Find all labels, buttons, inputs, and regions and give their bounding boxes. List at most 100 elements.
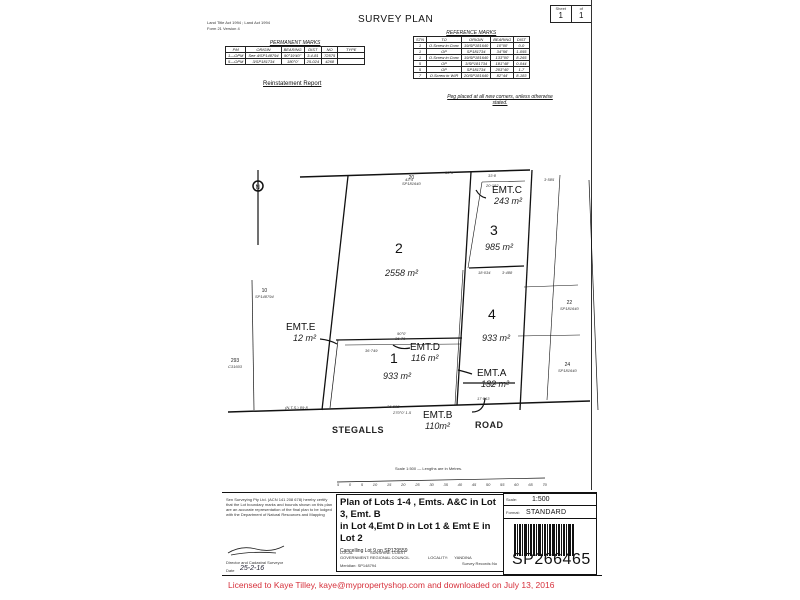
- cell: 25-024: [303, 58, 323, 65]
- plan-number: SP266465: [512, 551, 591, 568]
- title-block-bottom-rule: [222, 575, 602, 576]
- title-block-top-rule: [222, 492, 597, 493]
- scale-row: Scale: 1:500: [504, 494, 596, 506]
- reference-marks-title: REFERENCE MARKS: [446, 30, 497, 36]
- neighbour-plan: SP181640: [402, 181, 421, 186]
- lot-3-area: 985 m²: [485, 242, 514, 252]
- scale-tick: 25: [415, 482, 420, 487]
- emt-c-label: EMT.C: [492, 185, 522, 196]
- dim-road-right: 17·863: [477, 396, 490, 401]
- lot-4-area: 933 m²: [482, 333, 511, 343]
- neighbour-lot-293: 293 C31603: [228, 358, 242, 369]
- emt-c-area: 243 m²: [494, 196, 523, 206]
- dim-3585: 3·585: [544, 177, 555, 182]
- neighbour-plan: SP148794: [255, 294, 274, 299]
- page-title: SURVEY PLAN: [358, 14, 434, 25]
- neighbour-lot-number: 293: [230, 358, 240, 364]
- reference-marks-table: REFERENCE MARKS STN TO ORIGIN BEARING DI…: [413, 30, 530, 79]
- cell: 3/SP181734: [245, 58, 282, 65]
- plan-title: Plan of Lots 1-4 , Emts. A&C in Lot 3, E…: [337, 495, 504, 547]
- dim-lot1-top-bearing: 90°0': [397, 331, 407, 336]
- plan-title-line-2: in Lot 4,Emt D in Lot 1 & Emt E in Lot 2: [340, 521, 491, 544]
- scale-ticks: 5 0 5 10 15 20 25 30 35 40 45 50 55 60 6…: [337, 482, 547, 487]
- cancelling-text: Cancelling Lot 9 on SP129559: [340, 548, 408, 554]
- dim-bottom-bearing: 270°0' 1-5: [393, 410, 412, 415]
- sheet-number: 1: [558, 11, 563, 20]
- scale-tick: 70: [542, 482, 547, 487]
- scale-tick: 35: [443, 482, 448, 487]
- emt-b-label: EMT.B: [423, 410, 453, 421]
- local-gov-label: LOCAL GOVERNMENT:: [340, 550, 370, 560]
- neighbour-plan: SP181640: [558, 368, 577, 373]
- dim-top-right: 33·8: [488, 173, 497, 178]
- license-watermark: Licensed to Kaye Tilley, kaye@myproperty…: [228, 580, 555, 590]
- cell: 5—OPM: [224, 58, 247, 65]
- neighbour-lot-20: 20 SP181640: [402, 175, 421, 186]
- dim-lot4-top: 18·034: [478, 270, 491, 275]
- signatory: Director and Cadastral Surveyor: [226, 560, 284, 565]
- locality-value: YANDINA: [454, 555, 472, 560]
- scale-tick: 65: [528, 482, 533, 487]
- locality-label: LOCALITY:: [428, 555, 449, 560]
- neighbour-lot-number: 10: [261, 288, 268, 294]
- dim-lot4-bottom: 18·014: [484, 381, 497, 386]
- scale-tick: 30: [429, 482, 434, 487]
- lot-2-area: 2558 m²: [385, 268, 419, 278]
- emt-b-area: 110m²: [425, 421, 450, 431]
- emt-a-area: 132 m²: [481, 379, 510, 389]
- scale-tick: 5: [337, 482, 340, 487]
- barcode-icon: [514, 524, 586, 556]
- sheet-total: 1: [579, 11, 584, 20]
- peg-note: Peg placed at all new corners, unless ot…: [447, 94, 553, 106]
- emt-e-label: EMT.E: [286, 322, 316, 333]
- cell: 4268: [321, 58, 339, 65]
- survey-plan-sheet: Land Title Act 1994 ; Land Act 1994 Form…: [205, 0, 615, 578]
- emt-a-label: EMT.A: [477, 368, 507, 379]
- neighbour-lot-22: 22 SP181640: [560, 300, 579, 311]
- scale-tick: 15: [386, 482, 392, 487]
- date-label: Date: [226, 568, 235, 573]
- barcode-area: [504, 519, 596, 556]
- dim-top-bearing: 90°0': [445, 170, 455, 175]
- table-row: 5—OPM 3/SP181734 180°0' 25-024 4268: [224, 58, 366, 65]
- neighbour-lot-number: 22: [566, 300, 573, 306]
- meridian: Meridian: SP148794: [340, 563, 377, 568]
- scale-tick: 20: [401, 482, 406, 487]
- neighbour-lot-24: 24 SP181640: [558, 362, 577, 373]
- scale-label: Scale:: [506, 497, 518, 502]
- neighbour-lot-10: 10 SP148794: [255, 288, 274, 299]
- lot-3-number: 3: [490, 222, 498, 238]
- format-value: STANDARD: [526, 508, 567, 516]
- date-value: 25-2-16: [240, 565, 265, 572]
- act-line: Land Title Act 1994 ; Land Act 1994: [207, 20, 270, 25]
- survey-records-label: Survey Records:: [462, 561, 492, 566]
- dim-bottom-left: (N.T.S.) 89·8: [285, 405, 308, 410]
- lot-1-number: 1: [390, 350, 398, 366]
- right-panel: Scale: 1:500 Format: STANDARD SP266465: [503, 493, 597, 575]
- lot-1-area: 933 m²: [383, 371, 412, 381]
- local-government-row: LOCAL GOVERNMENT: SUNSHINE COAST REGIONA…: [340, 550, 472, 560]
- dim-top-left: 43·4: [405, 177, 414, 182]
- scale-tick: 0: [348, 482, 352, 487]
- scale-caption: Scale 1:500 — Lengths are in Metres.: [395, 466, 463, 471]
- road-label-right: ROAD: [475, 420, 504, 430]
- north-arrow-icon: N: [256, 185, 260, 191]
- neighbour-plan: SP181640: [560, 306, 579, 311]
- form-line: Form 21 Version 4: [207, 26, 240, 31]
- permanent-marks-table: PERMANENT MARKS PM ORIGIN BEARING DIST N…: [224, 40, 366, 65]
- plan-panel: Plan of Lots 1-4 , Emts. A&C in Lot 3, E…: [336, 494, 505, 572]
- scale-tick: 45: [471, 482, 477, 487]
- dim-3488: 3·488: [502, 270, 513, 275]
- emt-e-area: 12 m²: [293, 333, 317, 343]
- sheet-label: Sheet: [555, 6, 566, 11]
- cell: 8-183: [513, 72, 530, 79]
- scale-tick: 10: [372, 482, 378, 487]
- cell: [337, 58, 366, 65]
- scale-tick: 40: [457, 482, 463, 487]
- scale-value: 1:500: [532, 496, 550, 503]
- emt-d-area: 116 m²: [411, 353, 439, 363]
